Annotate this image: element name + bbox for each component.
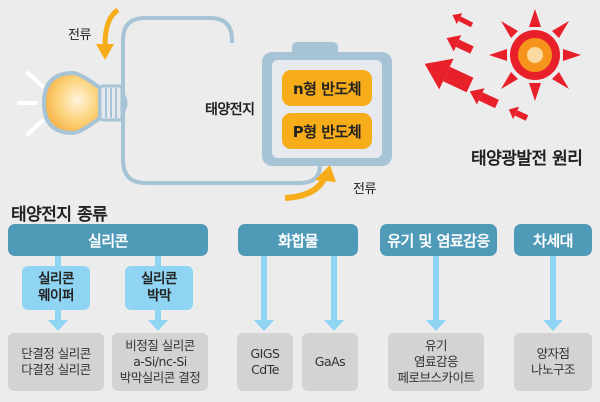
sunlight-arrow-icon [424, 13, 529, 121]
current-label-bottom: 전류 [353, 182, 376, 197]
types-title: 태양전지 종류 [11, 205, 108, 225]
leaf-item: a-Si/nc-Si [133, 354, 187, 369]
sun-icon [489, 9, 581, 101]
leaf-silicon-wafer: 단결정 실리콘 다결정 실리콘 [8, 333, 104, 391]
leaf-item: 단결정 실리콘 [21, 346, 91, 361]
subcategory-label: 실리콘 [38, 271, 74, 287]
connector [550, 256, 556, 322]
solar-cell-label: 태양전지 [205, 102, 255, 118]
connector [55, 310, 61, 322]
principle-title: 태양광발전 원리 [471, 149, 583, 169]
light-bulb-icon [17, 70, 128, 136]
subcategory-label: 박막 [147, 288, 171, 304]
connector [261, 256, 267, 322]
leaf-next-generation: 양자점 나노구조 [514, 333, 592, 391]
arrow-head-icon [324, 320, 344, 331]
leaf-gaas: GaAs [302, 333, 358, 391]
circuit-wire [121, 60, 322, 185]
arrow-head-icon [148, 320, 168, 331]
arrow-head-icon [543, 320, 563, 331]
arrow-head-icon [254, 320, 274, 331]
connector [331, 256, 337, 322]
circuit-wire-top [123, 18, 232, 80]
subcategory-label: 실리콘 [141, 271, 177, 287]
current-arrow-icon-top [96, 7, 120, 60]
leaf-item: 다결정 실리콘 [21, 362, 91, 377]
leaf-organic-dye: 유기 염료감응 페로브스카이트 [388, 333, 484, 391]
current-label-top: 전류 [68, 28, 91, 43]
leaf-item: 페로브스카이트 [397, 370, 475, 385]
category-next-generation: 차세대 [514, 224, 592, 256]
category-compound: 화합물 [238, 224, 358, 256]
subcategory-label: 웨이퍼 [38, 288, 74, 304]
leaf-item: 비정질 실리콘 [125, 338, 195, 353]
leaf-item: 나노구조 [530, 362, 576, 377]
leaf-cigs-cdte: GIGS CdTe [237, 333, 293, 391]
leaf-silicon-thin-film: 비정질 실리콘 a-Si/nc-Si 박막실리콘 결정 [112, 333, 208, 391]
arrow-head-icon [48, 320, 68, 331]
connector [55, 256, 61, 266]
leaf-item: 양자점 [536, 346, 570, 361]
current-arrow-icon-bottom [284, 165, 336, 201]
leaf-item: 유기 [424, 338, 448, 353]
leaf-item: CdTe [251, 362, 279, 377]
p-type-semiconductor: P형 반도체 [282, 113, 372, 149]
connector [155, 310, 161, 322]
n-type-semiconductor: n형 반도체 [282, 70, 372, 106]
leaf-item: GIGS [250, 346, 281, 361]
connector [155, 256, 161, 266]
subcategory-silicon-wafer: 실리콘 웨이퍼 [22, 266, 90, 310]
leaf-item: 박막실리콘 결정 [119, 370, 201, 385]
leaf-item: GaAs [314, 354, 346, 369]
category-silicon: 실리콘 [8, 224, 208, 256]
arrow-head-icon [426, 320, 446, 331]
category-organic-dye: 유기 및 염료감응 [380, 224, 497, 256]
connector [433, 256, 439, 322]
leaf-item: 염료감응 [413, 354, 459, 369]
subcategory-silicon-thin-film: 실리콘 박막 [125, 266, 193, 310]
